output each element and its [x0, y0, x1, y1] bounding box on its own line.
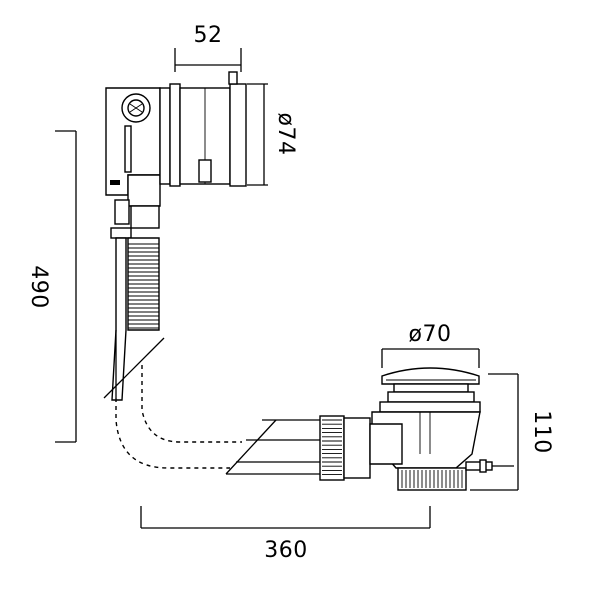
dimension-label-body-diameter: ø74 — [273, 113, 298, 156]
vertical-flexible-hose — [103, 199, 165, 401]
dimension-label-overall-length: 360 — [264, 538, 308, 563]
hose-corrugations — [128, 243, 159, 329]
pipe-coupling-nut — [319, 415, 371, 481]
nut-threads — [322, 419, 342, 476]
dimension-label-waste-height: 110 — [529, 410, 554, 454]
dimension-overall-length: 360 — [140, 506, 431, 563]
dimension-waste-height: 110 — [470, 373, 554, 491]
dimension-label-overall-height: 490 — [26, 265, 51, 309]
waste-plug-assembly — [369, 367, 514, 491]
dimension-waste-diameter: ø70 — [381, 322, 480, 368]
dimension-top-width: 52 — [174, 23, 242, 72]
dimension-label-waste-diameter: ø70 — [409, 322, 452, 347]
hidden-hose-path — [115, 365, 242, 469]
overflow-filler-head — [105, 71, 247, 207]
dimension-body-diameter: ø74 — [247, 83, 298, 186]
dimension-overall-height: 490 — [26, 130, 77, 443]
horizontal-waste-pipe — [225, 419, 330, 475]
dimension-label-top-width: 52 — [194, 23, 223, 48]
tailpiece-threads — [401, 470, 463, 488]
